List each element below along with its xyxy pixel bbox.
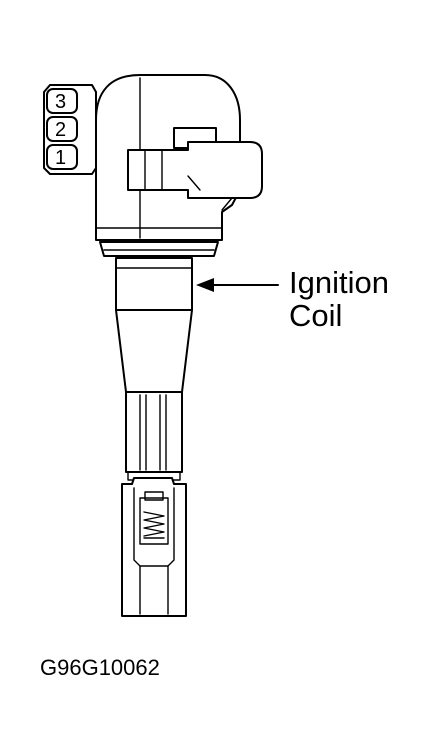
callout-label-line2: Coil bbox=[289, 298, 343, 333]
coil-flange bbox=[99, 241, 219, 257]
pin-label-2: 2 bbox=[55, 119, 66, 141]
callout-arrow bbox=[196, 278, 279, 292]
connector-pin-block: 3 2 1 bbox=[43, 84, 97, 175]
coil-upper-tube bbox=[115, 257, 193, 311]
coil-boot bbox=[121, 477, 187, 617]
side-connector bbox=[127, 127, 263, 211]
pin-label-3: 3 bbox=[55, 91, 66, 113]
coil-ribbed-section bbox=[125, 391, 183, 481]
callout-label-line1: Ignition bbox=[289, 265, 389, 300]
spring bbox=[143, 511, 165, 539]
pin-label-1: 1 bbox=[55, 147, 66, 169]
figure-code: G96G10062 bbox=[40, 655, 160, 680]
coil-tapered-body bbox=[115, 309, 193, 393]
